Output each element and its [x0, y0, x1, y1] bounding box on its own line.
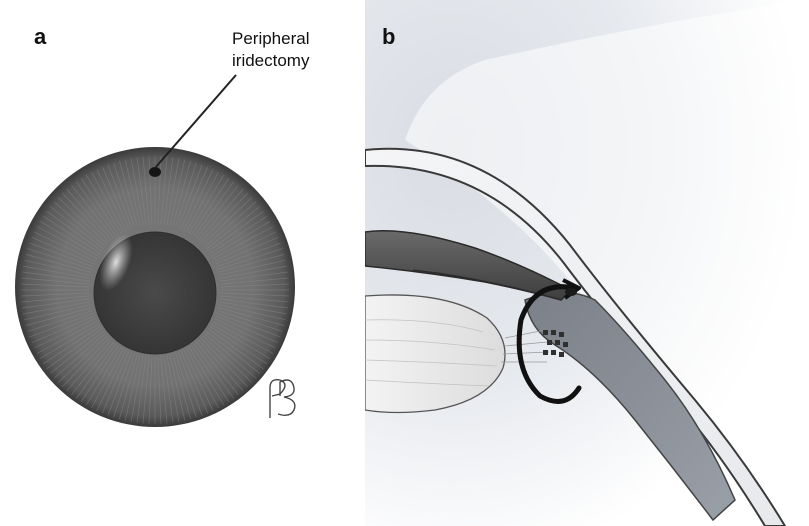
artist-signature [270, 380, 295, 418]
iridectomy-opening [565, 288, 577, 296]
panel-a: a Peripheral iridectomy [0, 0, 365, 526]
panel-a-illustration [0, 0, 365, 526]
iridectomy-hole [149, 167, 161, 177]
panel-b-illustration [365, 0, 809, 526]
panel-b: b [365, 0, 809, 526]
panel-b-letter: b [382, 24, 395, 50]
